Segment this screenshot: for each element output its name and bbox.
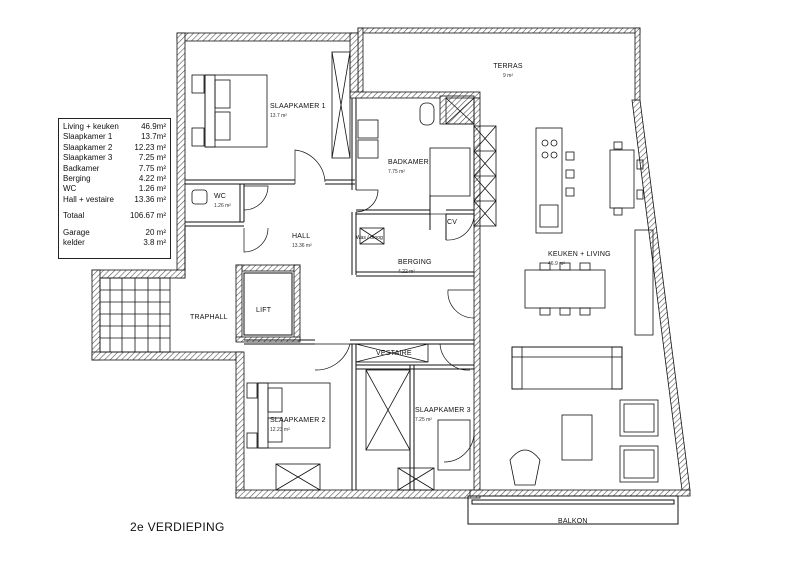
room-label-slaapkamer-1: SLAAPKAMER 1 13.7 m² <box>270 103 326 119</box>
room-label-keuken-living: KEUKEN + LIVING 46.9 m² <box>548 251 611 267</box>
room-label-badkamer: BADKAMER 7.75 m² <box>388 159 429 175</box>
room-label-balkon: BALKON <box>558 518 588 525</box>
bed-slaapkamer-1 <box>204 74 268 148</box>
kitchen-island <box>535 127 563 234</box>
doors <box>243 149 475 463</box>
furniture <box>191 51 659 491</box>
interior-walls <box>184 98 474 490</box>
room-label-vestaire: VESTAIRE <box>376 350 412 357</box>
room-label-lift: LIFT <box>256 307 272 314</box>
room-label-berging: BERGING 4.22 m² <box>398 259 432 275</box>
room-label-slaapkamer-2: SLAAPKAMER 2 12.23 m² <box>270 417 326 433</box>
staircase <box>99 277 171 353</box>
lift-shaft <box>243 272 293 336</box>
room-label-slaapkamer-3: SLAAPKAMER 3 7.25 m² <box>415 407 471 423</box>
sofa <box>511 346 623 390</box>
room-label-wc: WC 1.26 m² <box>214 193 231 209</box>
shower <box>429 147 471 197</box>
label-wasmachine: Was / droog <box>356 235 383 241</box>
wardrobe-slaapkamer-1 <box>331 51 351 159</box>
room-label-hall: HALL 13.36 m² <box>292 233 312 249</box>
balkon-outline <box>467 495 679 525</box>
dining-table <box>524 269 606 309</box>
bed-slaapkamer-3 <box>437 419 471 471</box>
floor-title: 2e VERDIEPING <box>130 520 225 534</box>
room-label-traphall: TRAPHALL <box>190 314 228 321</box>
room-label-cv: CV <box>447 219 458 226</box>
room-label-terras: TERRAS 9 m² <box>493 63 523 79</box>
sink <box>357 119 379 139</box>
